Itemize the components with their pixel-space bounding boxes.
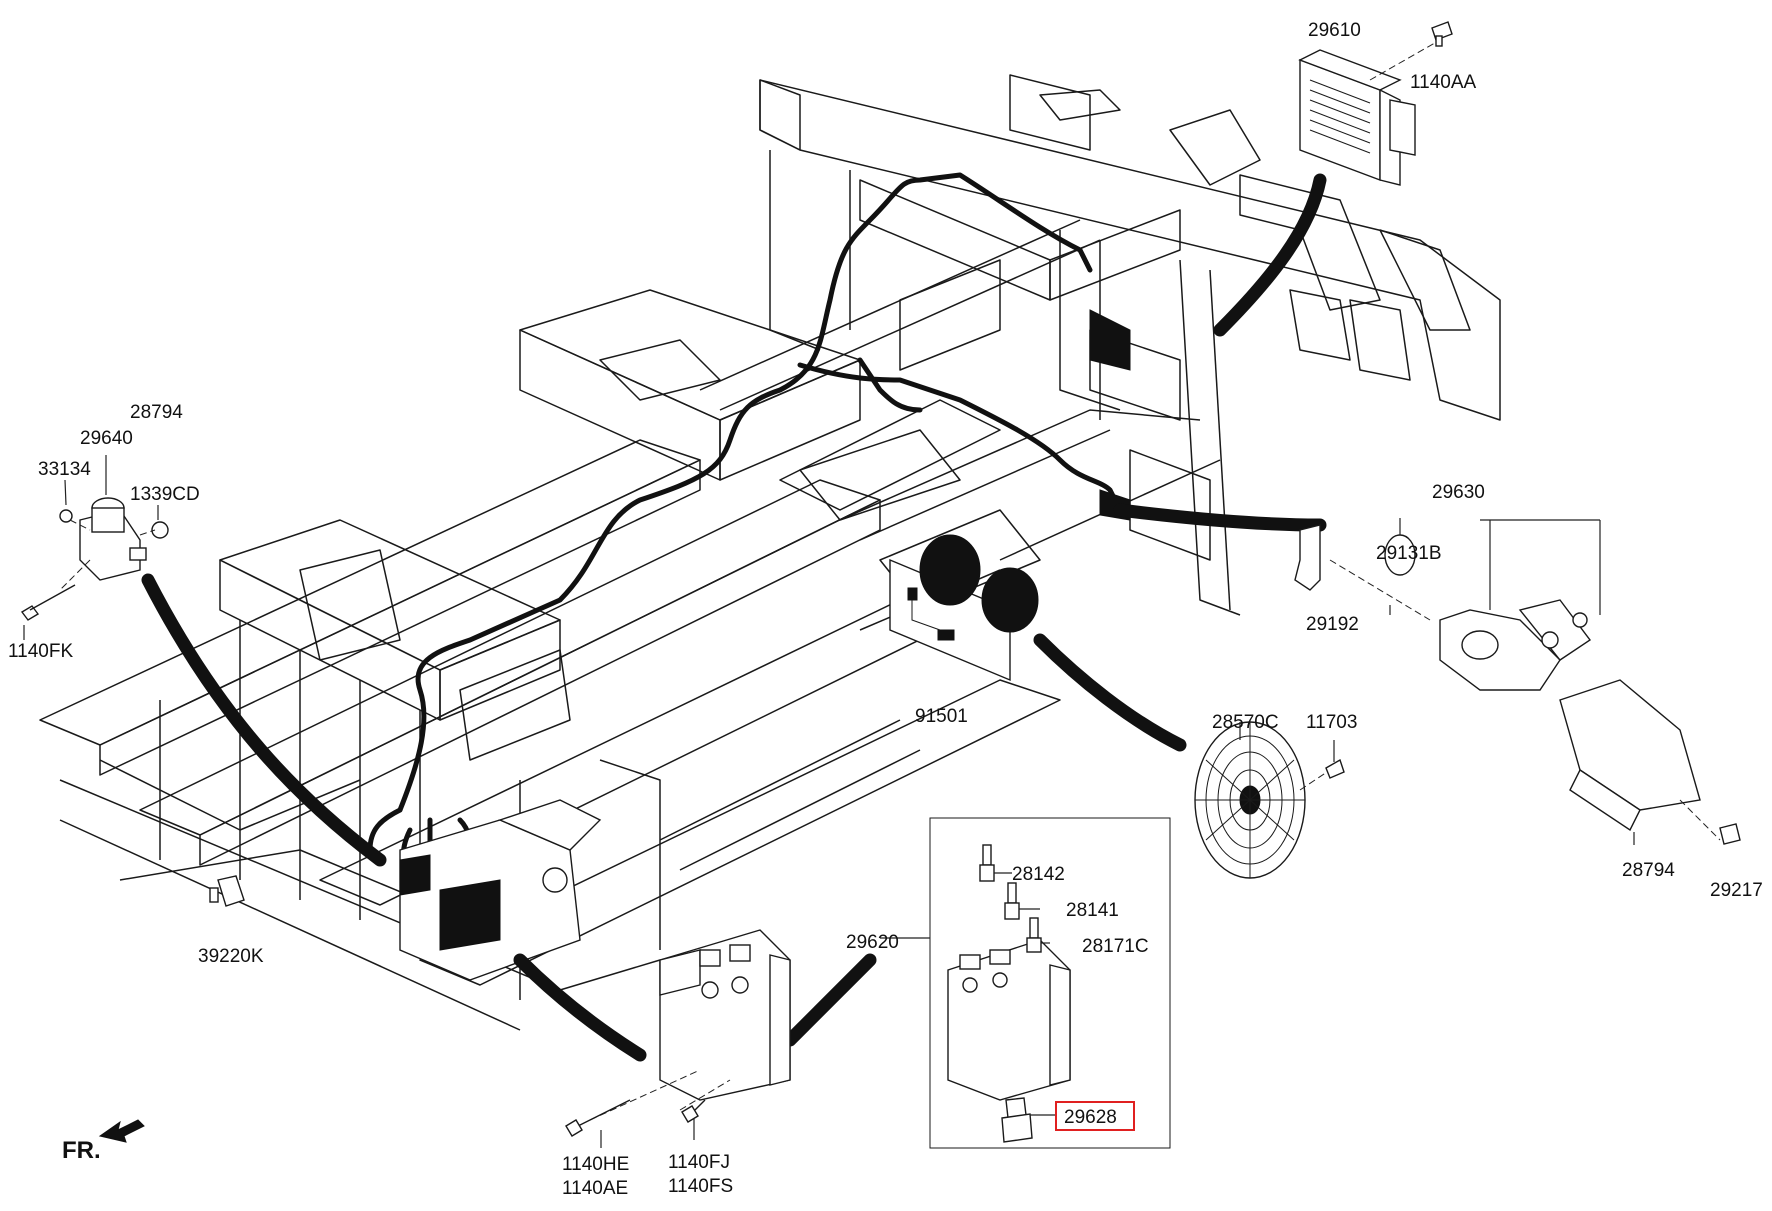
valve-29640 xyxy=(20,455,169,640)
sensor-39220k xyxy=(209,875,245,907)
front-direction-indicator: FR. xyxy=(62,1119,145,1164)
modulator-29630 xyxy=(1294,518,1601,691)
highlight-box-29628 xyxy=(1055,1101,1135,1131)
label-28570c: 28570C xyxy=(1212,712,1279,733)
bracket-28794 xyxy=(1559,679,1741,845)
label-29192: 29192 xyxy=(1306,614,1359,635)
label-1140aa: 1140AA xyxy=(1410,72,1477,93)
label-29610: 29610 xyxy=(1308,20,1361,41)
label-91501: 91501 xyxy=(915,706,968,727)
label-28141: 28141 xyxy=(1066,900,1119,921)
label-29217: 29217 xyxy=(1710,880,1763,901)
label-29630: 29630 xyxy=(1432,482,1485,503)
fan-motor-28570c xyxy=(1194,721,1345,879)
front-direction-label: FR. xyxy=(62,1137,101,1164)
hcu-installed xyxy=(399,799,602,981)
label-28794-right: 28794 xyxy=(1622,860,1675,881)
label-1339cd: 1339CD xyxy=(130,484,200,505)
label-1140he: 1140HE xyxy=(562,1154,629,1175)
ecu-module-29610 xyxy=(1298,21,1453,186)
label-29620: 29620 xyxy=(846,932,899,953)
label-11703: 11703 xyxy=(1306,712,1357,733)
label-29628: 29628 xyxy=(1064,1107,1117,1128)
label-29640: 29640 xyxy=(80,428,133,449)
callout-leaders xyxy=(141,173,1327,1062)
label-39220k: 39220K xyxy=(198,946,264,967)
label-29131b: 29131B xyxy=(1376,543,1442,564)
label-1140fj: 1140FJ xyxy=(668,1152,730,1173)
part-labels: 29610 1140AA 28794 29640 33134 1339CD 11… xyxy=(8,20,1763,1199)
sensor-91501-group xyxy=(889,534,1039,682)
label-28142: 28142 xyxy=(1012,864,1065,885)
label-1140fk: 1140FK xyxy=(8,641,73,662)
label-28171c: 28171C xyxy=(1082,936,1149,957)
label-1140fs: 1140FS xyxy=(668,1176,733,1197)
hcu-detail-box xyxy=(880,817,1171,1149)
label-28794-top: 28794 xyxy=(130,402,183,423)
label-33134: 33134 xyxy=(38,459,91,480)
hcu-29620-exploded xyxy=(565,929,791,1148)
label-1140ae: 1140AE xyxy=(562,1178,628,1199)
